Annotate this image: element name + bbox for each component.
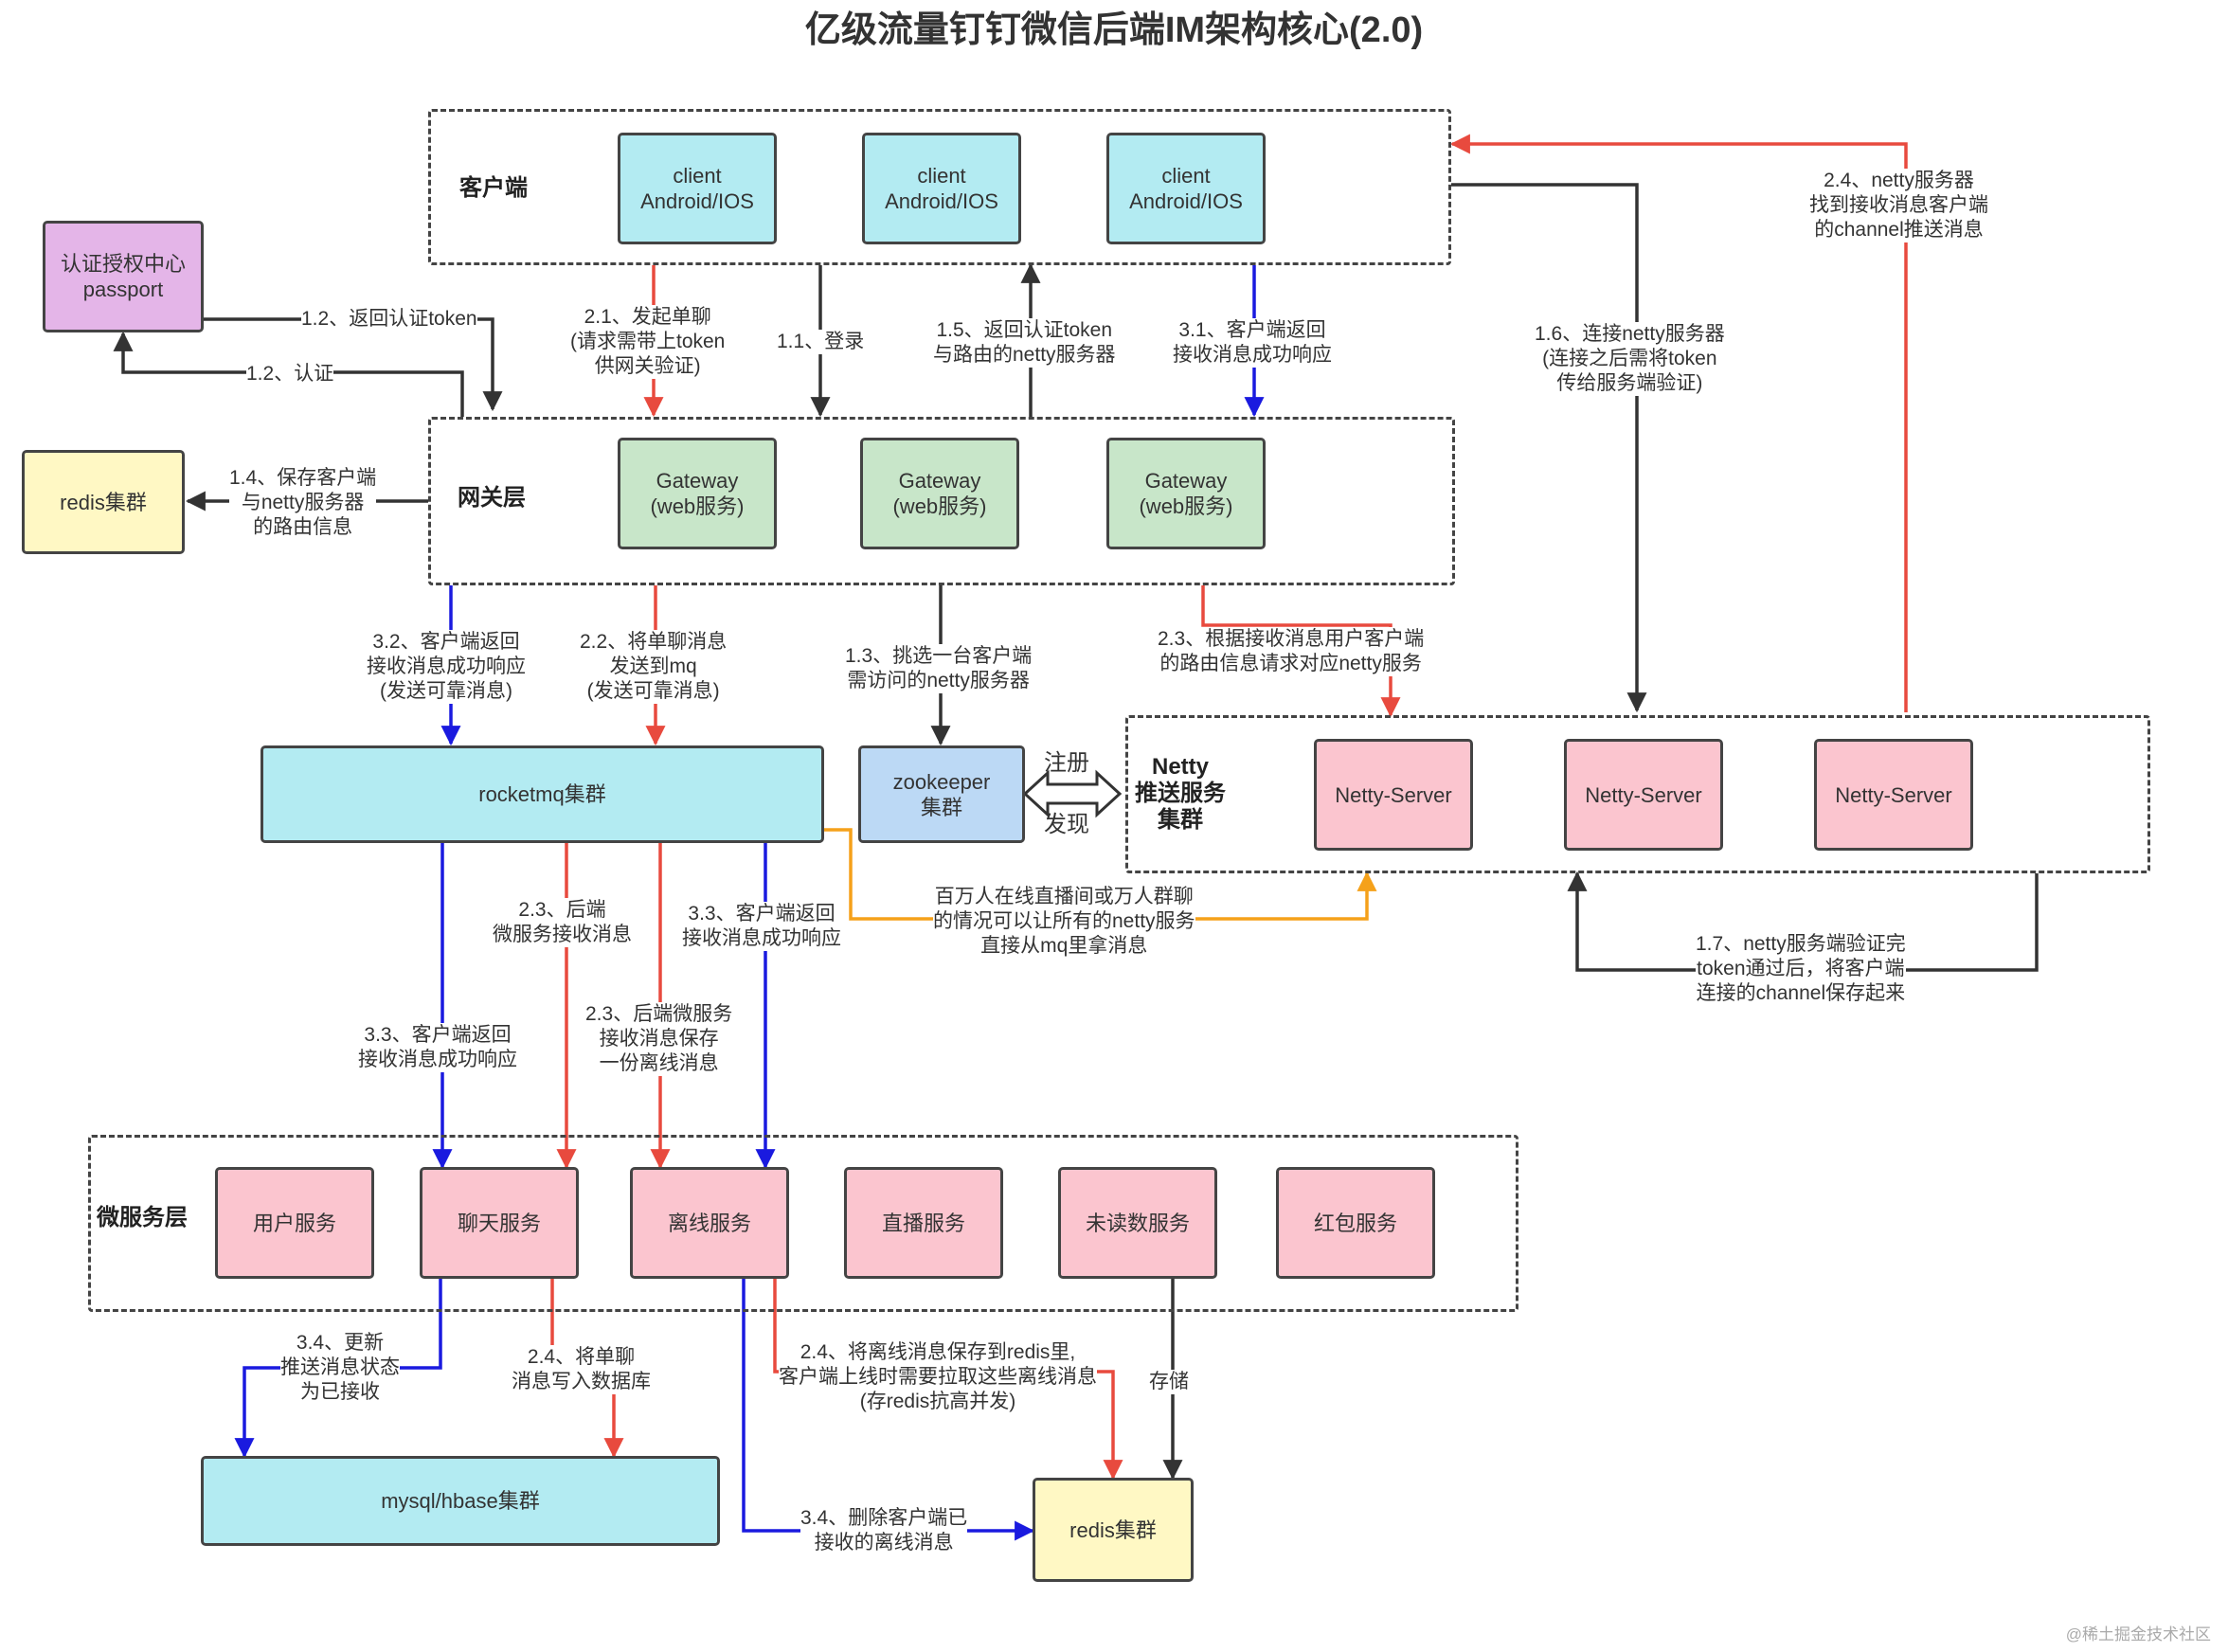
- label-3-4-delete-offline: 3.4、删除客户端已 接收的离线消息: [800, 1506, 968, 1555]
- gateway-layer: [428, 417, 1455, 585]
- label-2-4-push-message: 2.4、netty服务器 找到接收消息客户端 的channel推送消息: [1809, 169, 1988, 242]
- label-3-3-ack-offline: 3.3、客户端返回 接收消息成功响应: [682, 902, 841, 951]
- label-million-users: 百万人在线直播间或万人群聊 的情况可以让所有的netty服务 直接从mq里拿消息: [933, 885, 1195, 959]
- redis-cluster-route: redis集群: [22, 450, 185, 554]
- label-2-4-write-db: 2.4、将单聊 消息写入数据库: [512, 1345, 651, 1394]
- label-2-2-send-mq: 2.2、将单聊消息 发送到mq (发送可靠消息): [580, 630, 728, 704]
- netty-server-3: Netty-Server: [1814, 739, 1973, 851]
- client-node-3: client Android/IOS: [1106, 133, 1266, 244]
- offline-service: 离线服务: [630, 1167, 789, 1279]
- label-2-4-save-redis: 2.4、将离线消息保存到redis里, 客户端上线时需要拉取这些离线消息 (存r…: [779, 1340, 1097, 1414]
- label-store: 存储: [1149, 1370, 1189, 1394]
- label-2-3-offline-save: 2.3、后端微服务 接收消息保存 一份离线消息: [585, 1002, 733, 1076]
- client-layer-label: 客户端: [459, 175, 528, 201]
- micro-service-layer: [88, 1135, 1518, 1312]
- netty-cluster: [1125, 715, 2150, 873]
- label-1-2-return-token: 1.2、返回认证token: [301, 307, 477, 332]
- gateway-node-3: Gateway (web服务): [1106, 438, 1266, 549]
- edge-connect-netty: [1451, 183, 1647, 713]
- label-1-6-connect-netty: 1.6、连接netty服务器 (连接之后需将token 传给服务端验证): [1535, 322, 1725, 396]
- chat-service: 聊天服务: [420, 1167, 579, 1279]
- auth-center-passport: 认证授权中心 passport: [43, 221, 204, 332]
- label-1-7-save-channel: 1.7、netty服务端验证完 token通过后，将客户端 连接的channel…: [1696, 932, 1906, 1006]
- red-packet-service: 红包服务: [1276, 1167, 1435, 1279]
- label-3-3-ack-chat: 3.3、客户端返回 接收消息成功响应: [358, 1023, 517, 1072]
- label-zk-discover: 发现: [1044, 812, 1089, 837]
- edge-return-token: [204, 317, 503, 412]
- gateway-node-1: Gateway (web服务): [618, 438, 777, 549]
- mysql-hbase-cluster: mysql/hbase集群: [201, 1456, 720, 1546]
- live-service: 直播服务: [844, 1167, 1003, 1279]
- label-1-1-login: 1.1、登录: [777, 330, 865, 354]
- watermark: @稀土掘金技术社区: [2065, 1625, 2211, 1643]
- netty-cluster-label: Netty 推送服务 集群: [1135, 754, 1226, 833]
- label-3-2-client-ack: 3.2、客户端返回 接收消息成功响应 (发送可靠消息): [367, 630, 526, 704]
- redis-cluster-offline: redis集群: [1033, 1478, 1194, 1582]
- gateway-node-2: Gateway (web服务): [860, 438, 1019, 549]
- zookeeper-cluster: zookeeper 集群: [858, 745, 1025, 843]
- netty-server-2: Netty-Server: [1564, 739, 1723, 851]
- label-2-1-send-chat: 2.1、发起单聊 (请求需带上token 供网关验证): [570, 305, 726, 379]
- unread-count-service: 未读数服务: [1058, 1167, 1217, 1279]
- netty-server-1: Netty-Server: [1314, 739, 1473, 851]
- user-service: 用户服务: [215, 1167, 374, 1279]
- gateway-layer-label: 网关层: [458, 485, 526, 511]
- label-zk-register: 注册: [1044, 750, 1089, 776]
- edge-zk-register: [1022, 769, 1123, 818]
- label-2-3-backend-receive: 2.3、后端 微服务接收消息: [493, 898, 632, 947]
- micro-service-layer-label: 微服务层: [97, 1205, 188, 1230]
- label-1-4-save-route: 1.4、保存客户端 与netty服务器 的路由信息: [229, 466, 377, 540]
- label-3-4-update-status: 3.4、更新 推送消息状态 为已接收: [280, 1331, 400, 1405]
- label-1-2-authenticate: 1.2、认证: [246, 362, 334, 386]
- label-1-5-return-route: 1.5、返回认证token 与路由的netty服务器: [933, 318, 1116, 368]
- diagram-title: 亿级流量钉钉微信后端IM架构核心(2.0): [804, 10, 1424, 50]
- client-layer: [428, 109, 1451, 265]
- edge-push-message: [1449, 134, 1908, 712]
- label-3-1-client-ack: 3.1、客户端返回 接收消息成功响应: [1173, 318, 1332, 368]
- rocketmq-cluster: rocketmq集群: [261, 745, 824, 843]
- label-2-3-route-netty: 2.3、根据接收消息用户客户端 的路由信息请求对应netty服务: [1158, 627, 1425, 676]
- label-1-3-pick-netty: 1.3、挑选一台客户端 需访问的netty服务器: [845, 644, 1033, 693]
- client-node-1: client Android/IOS: [618, 133, 777, 244]
- client-node-2: client Android/IOS: [862, 133, 1021, 244]
- edge-mq-netty: [824, 828, 1377, 921]
